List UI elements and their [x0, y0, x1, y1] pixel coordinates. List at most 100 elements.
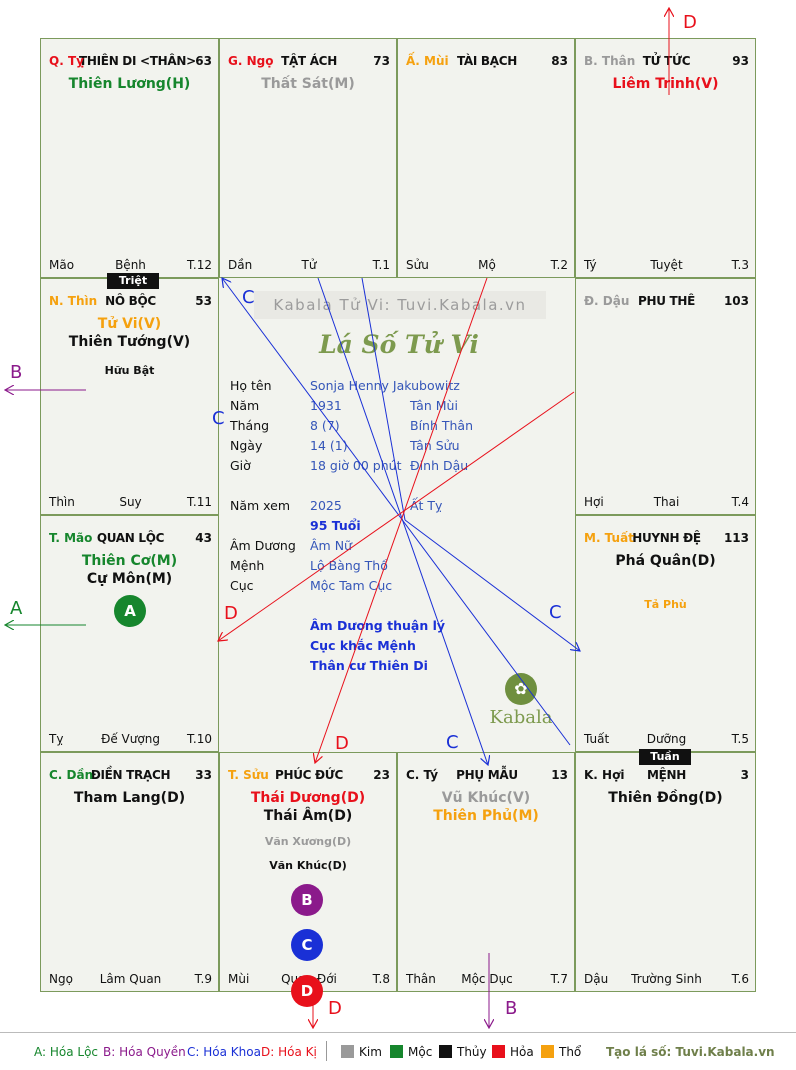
- legend-element-label: Thổ: [559, 1045, 582, 1059]
- palace-score: 53: [195, 294, 212, 308]
- info-value: Âm Nữ: [310, 538, 352, 553]
- footer-branch: Dậu: [584, 972, 609, 986]
- legend-divider: [326, 1041, 327, 1061]
- legend-element: Hỏa: [492, 1045, 534, 1059]
- footer-age: T.4: [731, 495, 749, 509]
- branch-label: M. Tuất: [584, 531, 634, 545]
- footer-branch: Hợi: [584, 495, 604, 509]
- info-value: Mộc Tam Cục: [310, 578, 393, 593]
- footer-branch: Dần: [228, 258, 253, 272]
- palace-name: PHỤ MẪU: [456, 768, 518, 782]
- palace-score: 23: [373, 768, 390, 782]
- footer-age: T.7: [550, 972, 568, 986]
- palace-name: TỬ TỨC: [642, 54, 691, 68]
- footer-age: T.3: [731, 258, 749, 272]
- info-value: Lộ Bàng Thổ: [310, 558, 388, 573]
- brand-banner: Kabala Tử Vi: Tuvi.Kabala.vn: [254, 291, 546, 319]
- footer-age: T.6: [731, 972, 749, 986]
- legend-swatch: [541, 1045, 554, 1058]
- footer-age: T.10: [187, 732, 212, 746]
- minor-star: Hữu Bật: [104, 364, 155, 377]
- chart-script-title: Lá Số Tử Vi: [319, 330, 479, 359]
- info-value-2: Tân Mùi: [410, 398, 458, 413]
- legend-hoa-loc: A: Hóa Lộc: [34, 1045, 99, 1059]
- footer-stage: Mộc Dục: [461, 972, 513, 986]
- main-star: Phá Quân(D): [615, 553, 716, 569]
- palace-score: 83: [551, 54, 568, 68]
- info-label: Năm xem: [230, 498, 291, 513]
- palace-score: 93: [732, 54, 749, 68]
- branch-label: B. Thân: [584, 54, 636, 68]
- footer-branch: Tuất: [584, 732, 610, 746]
- info-label: Cục: [230, 578, 254, 593]
- info-value-2: Tân Sửu: [410, 438, 460, 453]
- letter-b-bottom: B: [505, 998, 518, 1019]
- center-info-panel: Kabala Tử Vi: Tuvi.Kabala.vn Lá Số Tử Vi…: [219, 278, 575, 752]
- letter-d-bottom: D: [328, 998, 342, 1019]
- footer-stage: Lâm Quan: [99, 972, 162, 986]
- palace-score: 63: [195, 54, 212, 68]
- main-star: Tham Lang(D): [73, 790, 186, 806]
- palace-score: 3: [740, 768, 749, 782]
- info-label: Giờ: [230, 458, 251, 473]
- palace-name: PHÚC ĐỨC: [274, 768, 344, 782]
- legend-element: Thổ: [541, 1045, 581, 1059]
- footer-stage: Suy: [119, 495, 142, 509]
- footer-stage: Bệnh: [115, 258, 146, 272]
- palace-header: TỬ TỨC B. Thân 93: [584, 54, 749, 70]
- letter-c-1: C: [242, 287, 255, 308]
- info-value: 2025: [310, 498, 342, 513]
- main-star: Tử Vi(V): [97, 316, 162, 332]
- main-star: Cự Môn(M): [86, 571, 173, 587]
- info-value: 18 giờ 00 phút: [310, 458, 402, 473]
- main-star: Thái Dương(D): [250, 790, 366, 806]
- info-value-2: Ất Tỵ: [410, 498, 443, 513]
- info-value: 8 (7): [310, 418, 340, 433]
- palace-score: 43: [195, 531, 212, 545]
- minor-star: Văn Xương(D): [264, 835, 352, 848]
- legend-hoa-khoa: C: Hóa Khoa: [187, 1045, 261, 1059]
- palace-score: 113: [723, 531, 749, 545]
- palace-header: MỆNH K. Hợi 3: [584, 768, 749, 784]
- branch-label: K. Hợi: [584, 768, 625, 782]
- footer-branch: Tỵ: [49, 732, 64, 746]
- legend-swatch: [390, 1045, 403, 1058]
- branch-label: Q. Tỵ: [49, 54, 84, 68]
- legend-hoa-ki: D: Hóa Kị: [261, 1045, 317, 1059]
- palace-score: 73: [373, 54, 390, 68]
- minor-star: Văn Khúc(D): [269, 859, 347, 872]
- palace-score: 33: [195, 768, 212, 782]
- branch-label: T. Sửu: [228, 768, 269, 782]
- main-star: Vũ Khúc(V): [441, 790, 531, 806]
- main-star: Thiên Phủ(M): [433, 808, 539, 824]
- letter-b-left: B: [10, 362, 23, 383]
- main-star: Thiên Cơ(M): [81, 553, 178, 569]
- palace-name: MỆNH: [646, 768, 687, 782]
- footer-age: T.12: [187, 258, 212, 272]
- main-star: Thất Sát(M): [261, 76, 355, 92]
- letter-a-left: A: [10, 598, 23, 619]
- footer-stage: Mộ: [478, 258, 496, 272]
- footer-age: T.5: [731, 732, 749, 746]
- letter-c-2: C: [212, 408, 225, 429]
- branch-label: C. Tý: [406, 768, 439, 782]
- tree-icon: ✿: [505, 673, 537, 705]
